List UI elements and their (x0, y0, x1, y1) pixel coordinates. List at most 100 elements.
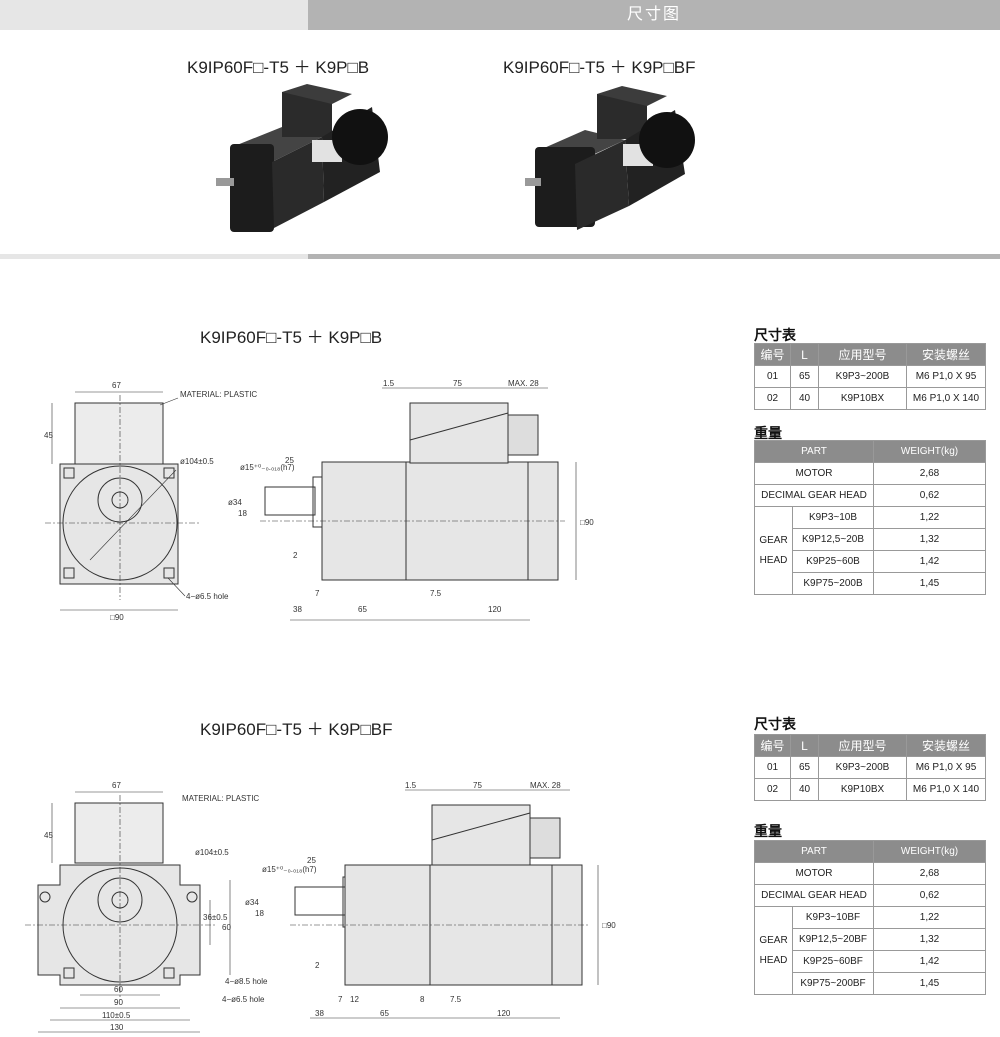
table-cell: 0,62 (873, 884, 986, 907)
dim-shaft-d15: ø15⁺⁰₋₀.₀₁₈(h7) (262, 865, 317, 874)
table-cell: 1,45 (873, 972, 986, 995)
dim-top-width: 67 (112, 781, 121, 790)
header-bar: 尺寸图 (0, 0, 1000, 30)
table-cell: K9P10BX (818, 387, 907, 410)
dim-7: 7 (315, 589, 320, 598)
table-cell: 1,42 (873, 950, 986, 973)
size-th-model: 应用型号 (818, 734, 907, 757)
gear-label: GEAR (759, 934, 788, 946)
dim-square-90: □90 (110, 613, 124, 622)
size-th-screw: 安装螺丝 (906, 734, 986, 757)
table-cell: 2,68 (873, 462, 986, 485)
table-cell: K9P12,5~20BF (792, 928, 874, 951)
dim-90: 90 (114, 998, 123, 1007)
dim-shaft-25: 25 (285, 456, 294, 465)
table-cell: K9P25~60B (792, 550, 874, 573)
weight-th-weight: WEIGHT(kg) (873, 840, 986, 863)
dim-18: 18 (238, 509, 247, 518)
table-cell: DECIMAL GEAR HEAD (754, 884, 874, 907)
size-table-b: 编号 L 应用型号 安装螺丝 01 65 K9P3~200B M6 P1,0 X… (754, 343, 986, 410)
dim-pcd: ø104±0.5 (195, 848, 229, 857)
dim-holes-8-5: 4−ø8.5 hole (225, 977, 268, 986)
table-cell: 02 (754, 778, 791, 801)
dim-65: 65 (380, 1009, 389, 1018)
table-cell: 1,32 (873, 928, 986, 951)
dim-75: 75 (453, 379, 462, 388)
table-row: 02 40 K9P10BX M6 P1,0 X 140 (754, 387, 986, 410)
table-row: K9P75~200B 1,45 (755, 572, 986, 595)
size-table-label: 尺寸表 (754, 327, 796, 343)
table-row: K9P25~60B 1,42 (755, 550, 986, 573)
dim-holes: 4−ø6.5 hole (186, 592, 229, 601)
product-title-b: K9IP60F□-T5 ＋ K9P□B (187, 58, 370, 77)
head-label: HEAD (759, 554, 788, 566)
table-cell: 01 (754, 756, 791, 779)
table-row: MOTOR 2,68 (754, 462, 986, 485)
dim-height-45: 45 (44, 831, 53, 840)
table-row: 01 65 K9P3~200B M6 P1,0 X 95 (754, 756, 986, 779)
header-title: 尺寸图 (308, 0, 1000, 30)
table-row: K9P75~200BF 1,45 (755, 972, 986, 995)
table-row: DECIMAL GEAR HEAD 0,62 (754, 884, 986, 907)
size-th-model: 应用型号 (818, 343, 907, 366)
dim-7-5: 7.5 (450, 995, 462, 1004)
dim-shaft-25: 25 (307, 856, 316, 865)
dim-60: 60 (114, 985, 123, 994)
table-cell: M6 P1,0 X 95 (906, 365, 986, 388)
weight-th-part: PART (754, 840, 874, 863)
section-title-bf: K9IP60F□-T5 ＋ K9P□BF (200, 720, 393, 739)
table-row: 01 65 K9P3~200B M6 P1,0 X 95 (754, 365, 986, 388)
weight-th-part: PART (754, 440, 874, 463)
dim-120: 120 (488, 605, 502, 614)
table-cell: K9P25~60BF (792, 950, 874, 973)
table-cell: 0,62 (873, 484, 986, 507)
dim-max28: MAX. 28 (530, 781, 561, 790)
table-cell: 1,22 (873, 506, 986, 529)
size-th-no: 编号 (754, 734, 791, 757)
dim-7: 7 (338, 995, 343, 1004)
size-th-no: 编号 (754, 343, 791, 366)
table-cell: 02 (754, 387, 791, 410)
weight-th-weight: WEIGHT(kg) (873, 440, 986, 463)
dim-material: MATERIAL: PLASTIC (182, 794, 259, 803)
table-cell: 65 (790, 365, 819, 388)
weight-table-label: 重量 (754, 823, 782, 839)
motor-photo-b (216, 84, 388, 232)
table-cell: K9P10BX (818, 778, 907, 801)
table-cell: K9P75~200BF (792, 972, 874, 995)
side-view-bf (290, 789, 599, 1019)
table-row: 02 40 K9P10BX M6 P1,0 X 140 (754, 778, 986, 801)
weight-table-label: 重量 (754, 425, 782, 441)
dim-110: 110±0.5 (102, 1011, 131, 1020)
table-cell: 1,32 (873, 528, 986, 551)
dim-1-5: 1.5 (383, 379, 395, 388)
dim-1-5: 1.5 (405, 781, 417, 790)
dim-130: 130 (110, 1023, 124, 1032)
dim-36: 36±0.5 (203, 913, 228, 922)
front-view-b (45, 391, 200, 611)
dim-65: 65 (358, 605, 367, 614)
dim-75: 75 (473, 781, 482, 790)
weight-table-bf: PART WEIGHT(kg) MOTOR 2,68 DECIMAL GEAR … (754, 840, 986, 995)
dim-shaft-d15: ø15⁺⁰₋₀.₀₁₈(h7) (240, 463, 295, 472)
table-cell: 1,22 (873, 906, 986, 929)
product-title-bf: K9IP60F□-T5 ＋ K9P□BF (503, 58, 696, 77)
size-th-l: L (790, 734, 819, 757)
table-cell: M6 P1,0 X 95 (906, 756, 986, 779)
table-cell: 40 (790, 778, 819, 801)
table-row: K9P12,5~20B 1,32 (755, 528, 986, 551)
table-row: DECIMAL GEAR HEAD 0,62 (754, 484, 986, 507)
dim-pcd: ø104±0.5 (180, 457, 214, 466)
dim-height-45: 45 (44, 431, 53, 440)
section-title-b: K9IP60F□-T5 ＋ K9P□B (200, 328, 383, 347)
size-table-bf: 编号 L 应用型号 安装螺丝 01 65 K9P3~200B M6 P1,0 X… (754, 734, 986, 801)
dim-top-width: 67 (112, 381, 121, 390)
dim-d34: ø34 (228, 498, 242, 507)
dim-7-5: 7.5 (430, 589, 442, 598)
dim-d34: ø34 (245, 898, 259, 907)
dim-square-90v: □90 (602, 921, 616, 930)
dim-material: MATERIAL: PLASTIC (180, 390, 257, 399)
